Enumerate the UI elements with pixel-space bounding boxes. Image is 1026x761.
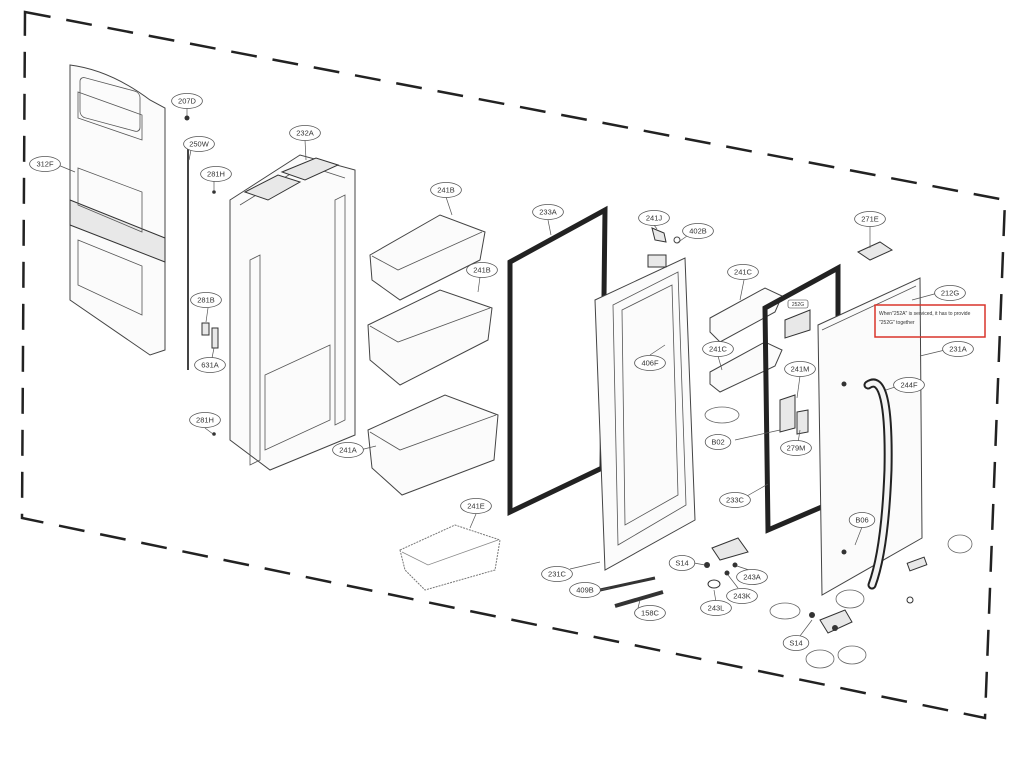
callout-label-244F: 244F (900, 381, 918, 390)
svg-text:252G: 252G (792, 302, 804, 308)
callout-label-212G: 212G (941, 289, 960, 298)
callout-241C_top[interactable]: 241C (727, 264, 759, 280)
part-top-hinge-271E[interactable] (856, 241, 894, 261)
callout-label-281H_bottom: 281H (196, 416, 214, 425)
callout-281B[interactable]: 281B (190, 292, 222, 308)
part-lower-right-hardware[interactable] (809, 556, 928, 634)
callout-label-233A: 233A (539, 208, 557, 217)
callout-label-158C: 158C (641, 609, 660, 618)
callout-label-207D: 207D (178, 97, 197, 106)
callout-label-231A: 231A (949, 345, 967, 354)
leader-lines (57, 108, 946, 637)
callout-241E[interactable]: 241E (460, 498, 492, 514)
callout-label-409B: 409B (576, 586, 594, 595)
callout-label-S14_top: S14 (675, 559, 688, 568)
part-lower-hinge-assembly[interactable] (704, 537, 749, 589)
blank-callouts (704, 406, 973, 669)
callout-243L[interactable]: 243L (700, 600, 732, 616)
part-bin-241E[interactable] (399, 524, 501, 591)
callout-label-312F: 312F (36, 160, 54, 169)
callout-label-241C_top: 241C (734, 268, 753, 277)
part-gasket-233A[interactable] (507, 205, 608, 516)
callout-207D[interactable]: 207D (171, 93, 203, 109)
callout-241A[interactable]: 241A (332, 442, 364, 458)
callout-241M[interactable]: 241M (784, 361, 816, 377)
callout-label-241C_bottom: 241C (709, 345, 728, 354)
callout-241B_top[interactable]: 241B (430, 182, 462, 198)
callout-label-631A: 631A (201, 361, 219, 370)
service-note-highlight (874, 304, 986, 338)
callout-312F[interactable]: 312F (29, 156, 61, 172)
callout-label-231C: 231C (548, 570, 567, 579)
callout-label-241A: 241A (339, 446, 357, 455)
callout-label-241E: 241E (467, 502, 485, 511)
callout-233C[interactable]: 233C (719, 492, 751, 508)
service-note-line2: "252G" together (879, 320, 915, 326)
callout-B02[interactable]: B02 (704, 434, 732, 450)
callout-label-250W: 250W (189, 140, 210, 149)
callout-B06[interactable]: B06 (848, 512, 876, 528)
callout-241B_mid[interactable]: 241B (466, 262, 498, 278)
callout-271E[interactable]: 271E (854, 211, 886, 227)
callout-label-232A: 232A (296, 129, 314, 138)
callout-243A[interactable]: 243A (736, 569, 768, 585)
callout-279M[interactable]: 279M (780, 440, 812, 456)
assembly-boundary (20, 10, 1007, 720)
service-note-line1: When"252A" is serviced, it has to provid… (879, 311, 971, 317)
part-bin-241B-top[interactable] (369, 214, 486, 301)
part-outer-door-231A[interactable] (817, 277, 923, 596)
callout-231C[interactable]: 231C (541, 566, 573, 582)
callout-label-B06: B06 (855, 516, 868, 525)
callout-label-279M: 279M (787, 444, 806, 453)
callout-label-281H_top: 281H (207, 170, 225, 179)
callout-label-S14_bottom: S14 (789, 639, 802, 648)
callout-labels: 312F 207D 250W 281H 281B 631A 281H 232A 241B 241B… (29, 93, 974, 651)
callout-label-271E: 271E (861, 215, 879, 224)
callout-label-243A: 243A (743, 573, 761, 582)
callout-S14_bottom[interactable]: S14 (782, 635, 810, 651)
callout-281H_top[interactable]: 281H (200, 166, 232, 182)
callout-244F[interactable]: 244F (893, 377, 925, 393)
part-bin-241C-top[interactable] (709, 287, 783, 343)
callout-243K[interactable]: 243K (726, 588, 758, 604)
callout-label-241J: 241J (646, 214, 663, 223)
callout-406F[interactable]: 406F (634, 355, 666, 371)
callout-label-241B_mid: 241B (473, 266, 491, 275)
callout-label-406F: 406F (641, 359, 659, 368)
callout-label-281B: 281B (197, 296, 215, 305)
part-bin-241A[interactable] (367, 394, 499, 496)
part-rails-409B-158C[interactable] (599, 576, 664, 608)
callout-233A[interactable]: 233A (532, 204, 564, 220)
part-small-hardware-left[interactable] (184, 115, 219, 436)
callout-158C[interactable]: 158C (634, 605, 666, 621)
callout-231A[interactable]: 231A (942, 341, 974, 357)
part-handle-244F[interactable] (863, 378, 893, 590)
callout-281H_bottom[interactable]: 281H (189, 412, 221, 428)
callout-212G[interactable]: 212G (934, 285, 966, 301)
part-inner-frame-231C[interactable] (594, 227, 696, 571)
part-tag-252G: 252G (787, 299, 809, 309)
part-door-liner-232A[interactable] (229, 154, 356, 471)
callout-409B[interactable]: 409B (569, 582, 601, 598)
callout-241J[interactable]: 241J (638, 210, 670, 226)
callout-label-243K: 243K (733, 592, 751, 601)
callout-402B[interactable]: 402B (682, 223, 714, 239)
callout-241C_bottom[interactable]: 241C (702, 341, 734, 357)
callout-label-241M: 241M (791, 365, 810, 374)
callout-S14_top[interactable]: S14 (668, 555, 696, 571)
part-bin-241B-middle[interactable] (367, 289, 493, 386)
callout-label-241B_top: 241B (437, 186, 455, 195)
callout-label-B02: B02 (711, 438, 724, 447)
callout-label-402B: 402B (689, 227, 707, 236)
service-note: When"252A" is serviced, it has to provid… (874, 304, 986, 338)
callout-250W[interactable]: 250W (183, 136, 215, 152)
callout-label-243L: 243L (708, 604, 725, 613)
callout-label-233C: 233C (726, 496, 745, 505)
callout-232A[interactable]: 232A (289, 125, 321, 141)
callout-631A[interactable]: 631A (194, 357, 226, 373)
part-door-panel-312F[interactable] (69, 64, 166, 356)
